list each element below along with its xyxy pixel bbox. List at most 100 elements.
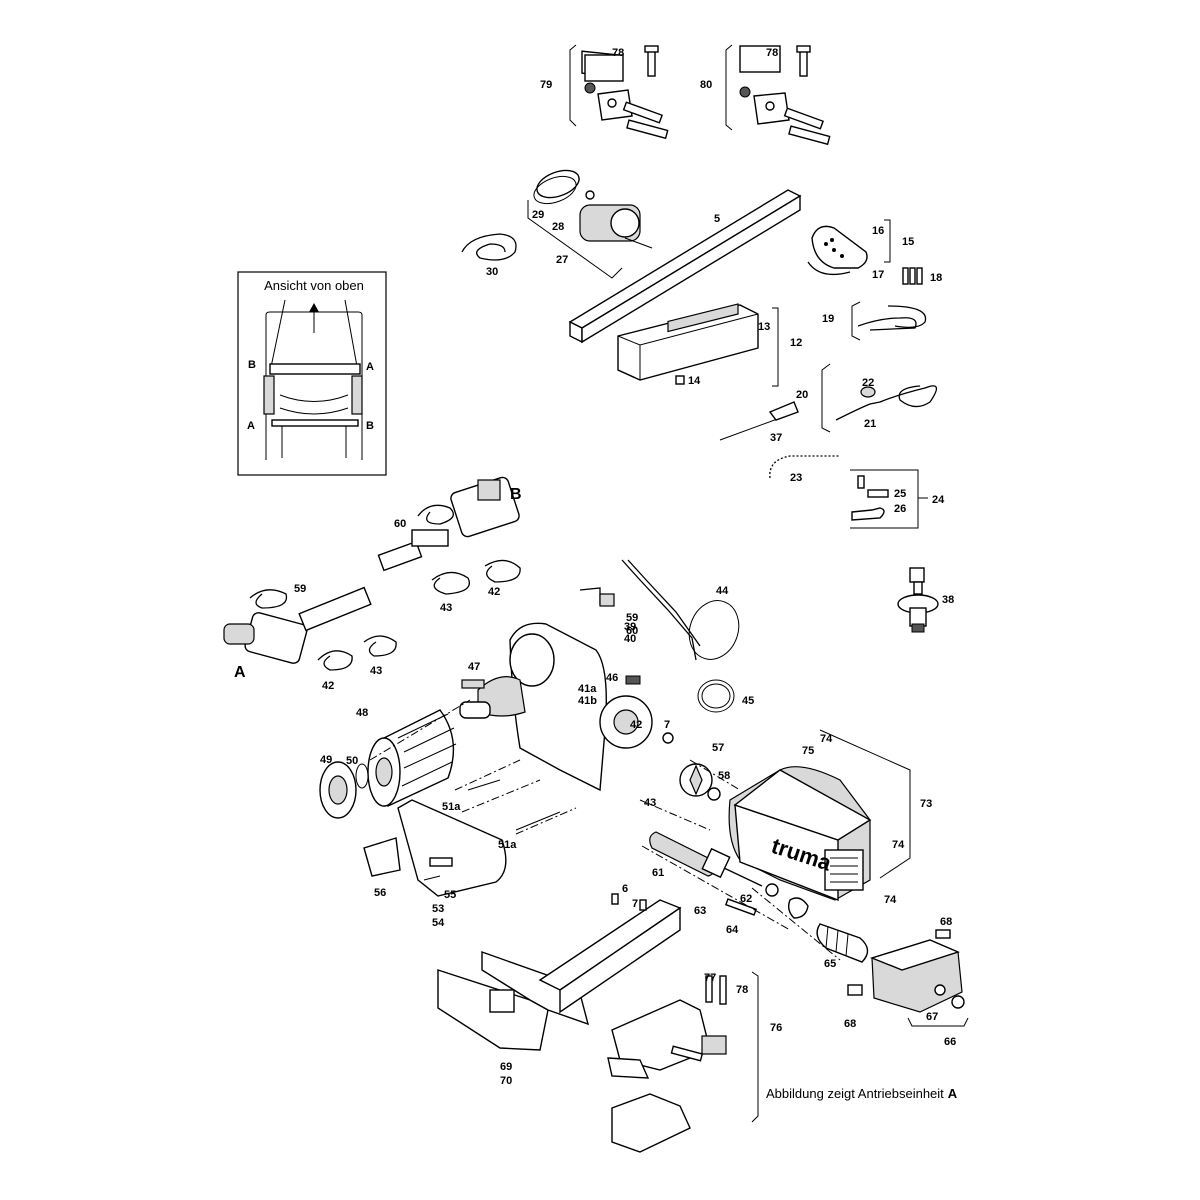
callout-19: 19	[822, 313, 834, 325]
callout-27: 27	[556, 254, 568, 266]
callout-14: 14	[688, 375, 701, 387]
callout-74: 74	[820, 733, 833, 745]
inset-label-b-bottom: B	[366, 420, 374, 432]
callout-42: 42	[322, 680, 334, 692]
callout-61: 61	[652, 867, 664, 879]
caption-emphasis: A	[948, 1086, 958, 1101]
drive-unit-b	[377, 476, 521, 595]
key-switch-38	[897, 567, 939, 633]
callout-28: 28	[552, 221, 564, 233]
callout-51a: 51a	[498, 839, 517, 851]
callout-53: 53	[432, 903, 444, 915]
top-view-inset: Ansicht von oben B A A B	[237, 271, 387, 476]
callout-51a: 51a	[442, 801, 461, 813]
callout-65: 65	[824, 958, 836, 970]
callout-42: 42	[630, 719, 642, 731]
callout-64: 64	[726, 924, 739, 936]
callout-54: 54	[432, 917, 445, 929]
callout-41b: 41b	[578, 695, 597, 707]
callout-18: 18	[930, 272, 942, 284]
callout-45: 45	[742, 695, 754, 707]
inset-label-b-top: B	[248, 359, 256, 371]
callout-59: 59	[294, 583, 306, 595]
fan-57	[679, 763, 721, 801]
callout-labels: 78 79 78 80 29 28 27 30 5 16 15 17 18 13…	[294, 47, 956, 1087]
callout-77: 77	[704, 972, 716, 984]
callout-20: 20	[796, 389, 808, 401]
callout-23: 23	[790, 472, 802, 484]
callout-80: 80	[700, 79, 712, 91]
callout-68: 68	[940, 916, 952, 928]
callout-44: 44	[716, 585, 729, 597]
callout-7: 7	[632, 898, 638, 910]
callout-29: 29	[532, 209, 544, 221]
callout-16: 16	[872, 225, 884, 237]
callout-76: 76	[770, 1022, 782, 1034]
drive-unit-a	[223, 586, 397, 671]
callout-62: 62	[740, 893, 752, 905]
callout-42: 42	[488, 586, 500, 598]
bracket-79	[569, 44, 669, 140]
gear-cover-73: truma	[728, 729, 911, 902]
callout-78: 78	[766, 47, 778, 59]
callout-50: 50	[346, 755, 358, 767]
figure-caption: Abbildung zeigt Antriebseinheit A	[766, 1086, 958, 1101]
mounting-plate-69	[437, 893, 682, 1051]
callout-74: 74	[892, 839, 905, 851]
side-cover-55	[363, 799, 507, 897]
callout-69: 69	[500, 1061, 512, 1073]
connector-kit-24	[850, 469, 928, 529]
callout-48: 48	[356, 707, 368, 719]
callout-79: 79	[540, 79, 552, 91]
motor-housing-39	[459, 622, 674, 792]
inset-label-a-top: A	[366, 361, 374, 373]
callout-78: 78	[612, 47, 624, 59]
callout-47: 47	[468, 661, 480, 673]
callout-66: 66	[944, 1036, 956, 1048]
callout-55: 55	[444, 889, 456, 901]
callout-56: 56	[374, 887, 386, 899]
remote-control-15	[807, 219, 923, 285]
cable-19	[851, 301, 927, 341]
callout-21: 21	[864, 418, 876, 430]
motor-head-group	[461, 169, 653, 279]
callout-12: 12	[790, 337, 802, 349]
spindle-61	[649, 831, 869, 963]
square-tube-5	[568, 189, 802, 344]
callout-68: 68	[844, 1018, 856, 1030]
callout-24: 24	[932, 494, 945, 506]
spiral-cable-23	[769, 455, 840, 479]
callout-15: 15	[902, 236, 914, 248]
callout-59: 59	[626, 612, 638, 624]
callout-75: 75	[802, 745, 814, 757]
callout-41a: 41a	[578, 683, 597, 695]
bracket-80	[725, 44, 831, 146]
bracket-assembly-76	[607, 971, 759, 1153]
callout-13: 13	[758, 321, 770, 333]
callout-26: 26	[894, 503, 906, 515]
callout-39: 39	[624, 621, 636, 633]
callout-22: 22	[862, 377, 874, 389]
callout-6: 6	[622, 883, 628, 895]
callout-78: 78	[736, 984, 748, 996]
inset-label-a-bottom: A	[247, 420, 255, 432]
callout-63: 63	[694, 905, 706, 917]
callout-46: 46	[606, 672, 618, 684]
unit-label-b: B	[510, 486, 522, 503]
callout-60: 60	[626, 625, 638, 637]
caption-text: Abbildung zeigt Antriebseinheit	[766, 1086, 944, 1101]
callout-40: 40	[624, 633, 636, 645]
callout-37: 37	[770, 432, 782, 444]
inset-title: Ansicht von oben	[264, 278, 364, 293]
callout-25: 25	[894, 488, 906, 500]
callout-67: 67	[926, 1011, 938, 1023]
roller-48	[319, 709, 457, 819]
assembly-lines	[369, 699, 841, 961]
callout-70: 70	[500, 1075, 512, 1087]
callout-57: 57	[712, 742, 724, 754]
callout-43: 43	[440, 602, 452, 614]
control-box-12	[617, 303, 779, 387]
wiring-harness-44	[579, 559, 740, 713]
callout-43: 43	[370, 665, 382, 677]
